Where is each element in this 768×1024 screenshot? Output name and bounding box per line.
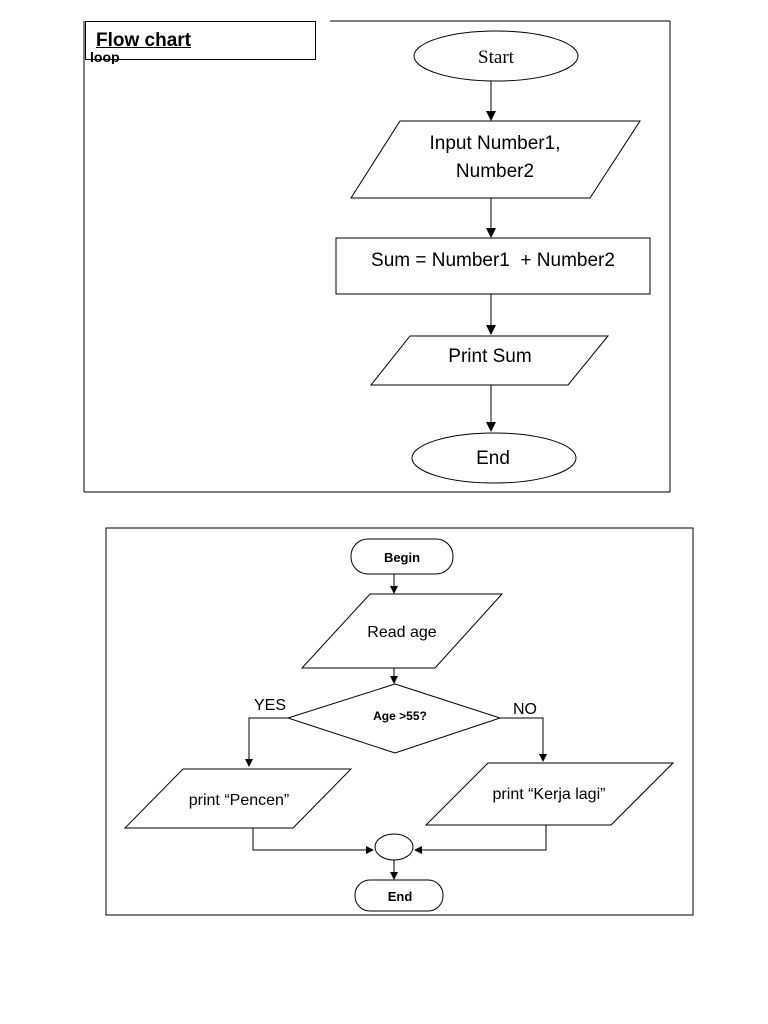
no-connector xyxy=(500,717,547,762)
print-kerja-lagi-parallelogram xyxy=(424,762,675,826)
clipped-loop-text: loop xyxy=(90,52,120,64)
start-label: Start xyxy=(478,47,515,68)
read-age-parallelogram xyxy=(300,593,504,669)
merge-connector-circle xyxy=(374,833,414,861)
yes-connector xyxy=(245,717,288,767)
print-pencen-label: print “Pencen” xyxy=(189,792,290,809)
end-label: End xyxy=(476,448,510,469)
flowchart2-frame xyxy=(105,527,694,916)
start-terminal xyxy=(413,30,579,82)
sum-process-box xyxy=(335,237,651,295)
flowchart1-frame xyxy=(83,20,671,493)
print-sum-parallelogram xyxy=(369,335,610,386)
page-title: Flow chart xyxy=(96,30,192,51)
print-kerja-lagi-label: print “Kerja lagi” xyxy=(493,786,606,803)
yes-branch-label: YES xyxy=(254,697,286,714)
age-decision-diamond xyxy=(286,683,502,754)
read-age-label: Read age xyxy=(367,624,436,641)
input-label-line1: Input Number1, xyxy=(430,133,561,154)
end-label-2: End xyxy=(388,889,413,904)
end-terminal-2 xyxy=(354,879,444,912)
print-sum-label: Print Sum xyxy=(448,346,531,367)
decision-label: Age >55? xyxy=(373,709,427,723)
print-pencen-parallelogram xyxy=(123,768,353,829)
no-branch-label: NO xyxy=(513,701,537,718)
sum-process-label: Sum = Number1 + Number2 xyxy=(371,250,615,271)
input-parallelogram xyxy=(350,120,641,199)
begin-label: Begin xyxy=(384,550,420,565)
title-box: Flow chart xyxy=(85,21,316,60)
begin-terminal xyxy=(350,538,454,575)
merge-line-right xyxy=(414,825,547,854)
merge-line-left xyxy=(252,828,374,854)
end-terminal xyxy=(411,432,577,484)
input-label-line2: Number2 xyxy=(456,161,534,182)
